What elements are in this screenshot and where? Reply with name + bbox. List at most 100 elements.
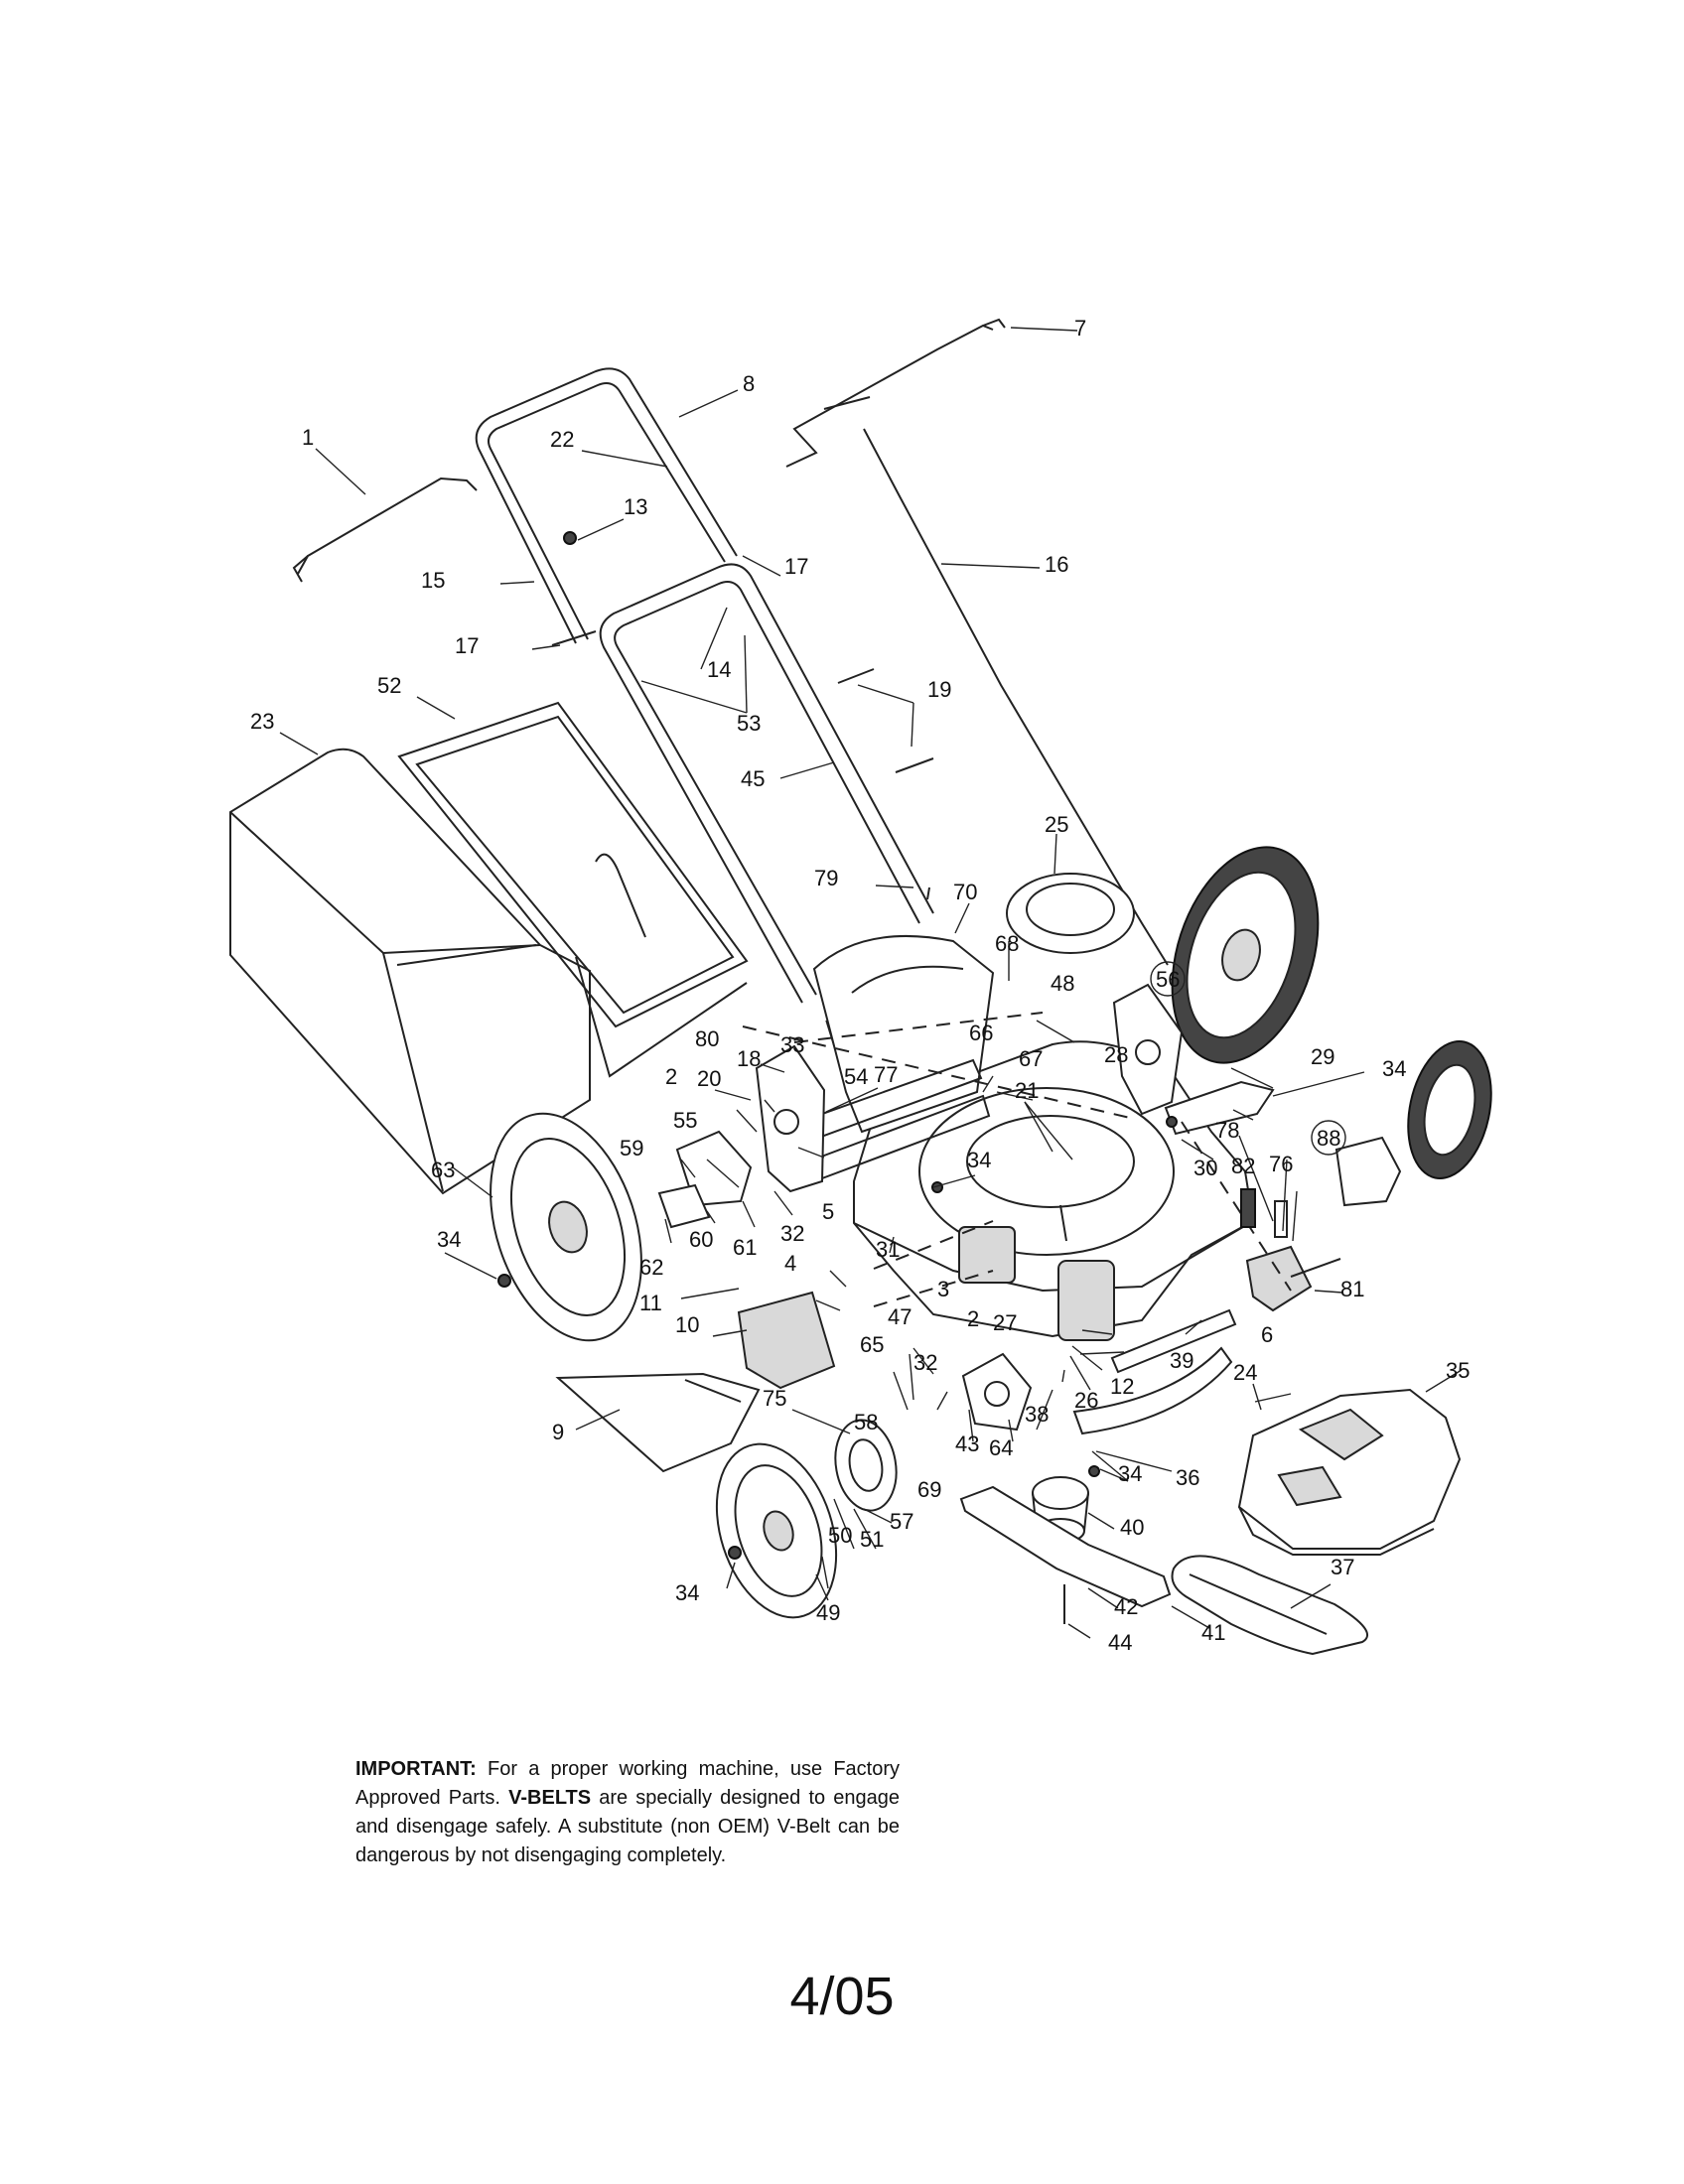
callout-17: 17 xyxy=(784,554,808,579)
callout-88: 88 xyxy=(1317,1126,1340,1151)
callout-7: 7 xyxy=(1074,316,1086,341)
note-heading: IMPORTANT: xyxy=(355,1758,477,1780)
callout-56: 56 xyxy=(1156,967,1180,992)
callout-59: 59 xyxy=(620,1136,643,1160)
callout-29: 29 xyxy=(1311,1044,1334,1069)
callout-8: 8 xyxy=(743,371,755,396)
drive-cable xyxy=(863,428,1169,966)
callout-14: 14 xyxy=(707,657,731,682)
note-text-1: For a proper working machine, use Factor… xyxy=(355,1758,900,1809)
callout-3: 3 xyxy=(937,1277,949,1301)
drive-control-rod xyxy=(785,318,1006,468)
callout-69: 69 xyxy=(917,1477,941,1502)
callout-31: 31 xyxy=(876,1237,900,1262)
callout-34: 34 xyxy=(437,1227,461,1252)
transmission-81 xyxy=(1245,1245,1341,1312)
callout-32: 32 xyxy=(913,1350,937,1375)
callout-11: 11 xyxy=(639,1291,662,1315)
callout-36: 36 xyxy=(1176,1465,1199,1490)
rear-baffle-29 xyxy=(1164,1080,1275,1136)
callout-34: 34 xyxy=(1118,1461,1142,1486)
callout-62: 62 xyxy=(639,1255,663,1280)
callout-57: 57 xyxy=(890,1509,913,1534)
side-chute-10 xyxy=(737,1291,836,1390)
callout-88-circle xyxy=(1311,1120,1346,1156)
callout-78: 78 xyxy=(1215,1118,1239,1143)
note-text-2: are specially designed to engage and dis… xyxy=(355,1787,900,1866)
callout-22: 22 xyxy=(550,427,574,452)
grass-bag-frame xyxy=(397,701,749,1078)
rear-right-bracket xyxy=(1112,983,1184,1116)
callout-54: 54 xyxy=(844,1064,868,1089)
callout-48: 48 xyxy=(1051,971,1074,996)
callout-2: 2 xyxy=(967,1306,979,1331)
callout-27: 27 xyxy=(993,1310,1017,1335)
callout-24: 24 xyxy=(1233,1360,1257,1385)
gear-cover-88 xyxy=(1334,1136,1402,1207)
callout-66: 66 xyxy=(969,1021,993,1045)
callout-60: 60 xyxy=(689,1227,713,1252)
callout-68: 68 xyxy=(995,931,1019,956)
callout-58: 58 xyxy=(854,1410,878,1434)
callout-13: 13 xyxy=(624,494,647,519)
callout-75: 75 xyxy=(763,1386,786,1411)
callouts: 1 2 2 3 4 5 6 7 8 9 10 11 12 13 14 15 16… xyxy=(250,316,1470,1655)
callout-76: 76 xyxy=(1269,1152,1293,1176)
callout-33: 33 xyxy=(780,1032,804,1057)
operator-bail xyxy=(292,477,478,583)
callout-55: 55 xyxy=(673,1108,697,1133)
callout-47: 47 xyxy=(888,1304,912,1329)
note-emphasis: V-BELTS xyxy=(508,1787,592,1809)
callout-21: 21 xyxy=(1015,1078,1039,1103)
callout-34: 34 xyxy=(1382,1056,1406,1081)
callout-15: 15 xyxy=(421,568,445,593)
callout-2: 2 xyxy=(665,1064,677,1089)
rear-wheel-56 xyxy=(1171,846,1320,1064)
callout-5: 5 xyxy=(822,1199,834,1224)
callout-77: 77 xyxy=(874,1062,898,1087)
callout-25: 25 xyxy=(1045,812,1068,837)
callout-63: 63 xyxy=(431,1158,455,1182)
callout-65: 65 xyxy=(860,1332,884,1357)
callout-26: 26 xyxy=(1074,1388,1098,1413)
callout-64: 64 xyxy=(989,1435,1013,1460)
front-bracket-59-60 xyxy=(657,1130,753,1229)
callout-19: 19 xyxy=(927,677,951,702)
callout-42: 42 xyxy=(1114,1594,1138,1619)
assembly-lines xyxy=(742,1012,1292,1307)
belt-guard-36 xyxy=(1072,1346,1233,1435)
callout-70: 70 xyxy=(953,880,977,904)
callout-43: 43 xyxy=(955,1432,979,1456)
callout-32: 32 xyxy=(780,1221,804,1246)
axle-39 xyxy=(1110,1308,1237,1374)
callout-49: 49 xyxy=(816,1600,840,1625)
callout-50: 50 xyxy=(828,1523,852,1548)
callout-6: 6 xyxy=(1261,1322,1273,1347)
callout-34: 34 xyxy=(967,1148,991,1172)
callout-44: 44 xyxy=(1108,1630,1132,1655)
callout-34: 34 xyxy=(675,1580,699,1605)
rear-height-bracket xyxy=(755,1044,826,1193)
blade-41 xyxy=(959,1485,1172,1608)
callout-38: 38 xyxy=(1025,1402,1049,1427)
cover-35 xyxy=(1237,1388,1462,1556)
callout-28: 28 xyxy=(1104,1042,1128,1067)
rear-door-70 xyxy=(812,934,995,1134)
callout-53: 53 xyxy=(737,711,761,736)
axle-bracket-64 xyxy=(961,1352,1033,1432)
callout-23: 23 xyxy=(250,709,274,734)
callout-16: 16 xyxy=(1045,552,1068,577)
callout-52: 52 xyxy=(377,673,401,698)
callout-9: 9 xyxy=(552,1420,564,1444)
callout-10: 10 xyxy=(675,1312,699,1337)
drive-gear-75 xyxy=(834,1419,898,1512)
front-wheel-88 xyxy=(1407,1040,1492,1179)
callout-82: 82 xyxy=(1231,1154,1255,1178)
callout-80: 80 xyxy=(695,1026,719,1051)
callout-61: 61 xyxy=(733,1235,757,1260)
callout-45: 45 xyxy=(741,766,765,791)
callout-56-circle xyxy=(1150,961,1186,997)
lower-handle xyxy=(599,563,934,1004)
callout-30: 30 xyxy=(1193,1156,1217,1180)
